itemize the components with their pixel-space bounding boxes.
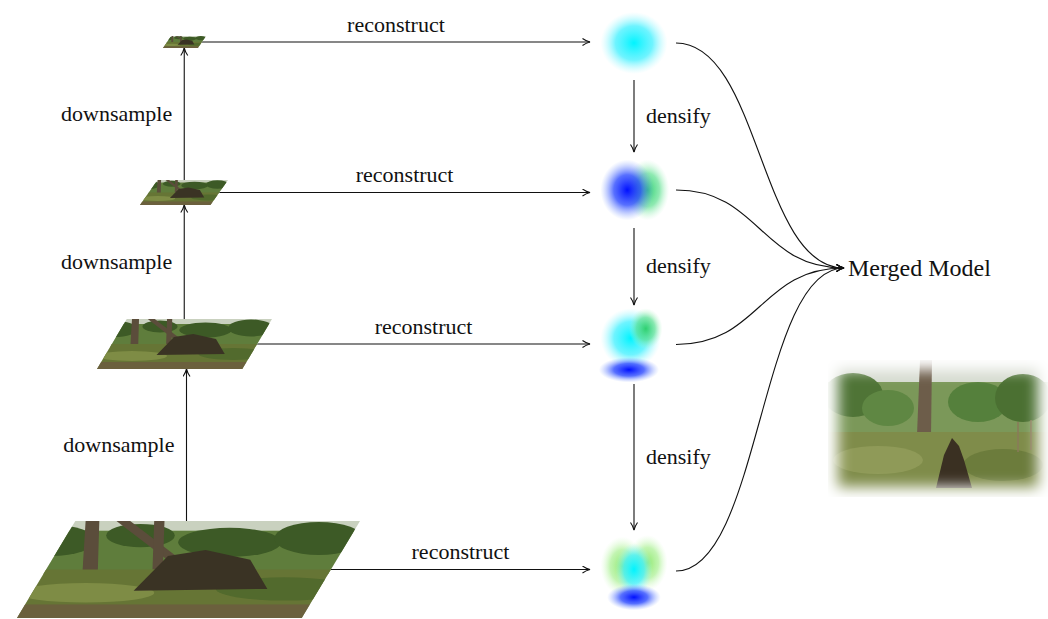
photo-tree: [7, 525, 96, 556]
edge-label: densify: [644, 103, 713, 129]
photo-debris: [157, 334, 225, 355]
gaussian-blob: [592, 305, 676, 384]
edge-label: reconstruct: [354, 162, 456, 188]
render-fence: [1030, 420, 1032, 450]
edge-label: downsample: [59, 249, 174, 275]
photo-grass: [163, 44, 180, 46]
render-grass: [963, 449, 1043, 481]
render-tree: [995, 374, 1048, 422]
gaussian-splat: [629, 308, 663, 349]
gaussian-splat: [600, 160, 654, 221]
gaussian-model: [592, 305, 676, 384]
connector: [257, 343, 590, 344]
photo-soil: [97, 362, 272, 369]
photo-trunk: [171, 36, 173, 43]
image-level: [97, 319, 272, 369]
connector: [633, 228, 634, 305]
gaussian-splat: [599, 357, 659, 382]
photo-trunk: [82, 521, 99, 577]
render-tree: [862, 390, 914, 426]
gaussian-blob: [592, 6, 676, 80]
photo-tree: [228, 320, 274, 337]
connector: [676, 43, 844, 268]
image-frame: [140, 180, 228, 205]
connector: [633, 80, 634, 152]
photo-soil: [17, 604, 360, 618]
image-level: [163, 36, 206, 48]
photo-grass: [17, 583, 154, 602]
edge-label: downsample: [61, 432, 176, 458]
connector: [331, 569, 590, 570]
merged-model-label: Merged Model: [848, 254, 991, 283]
edge-label: reconstruct: [345, 12, 447, 38]
image-frame: [17, 521, 360, 618]
gaussian-blob: [592, 530, 676, 612]
gaussian-model: [592, 530, 676, 612]
render-stump: [936, 438, 972, 488]
edge-label: densify: [644, 444, 713, 470]
gaussian-model: [592, 6, 676, 80]
connector: [184, 205, 185, 319]
photo: [162, 36, 207, 48]
photo-sky: [140, 180, 228, 205]
node-text: Merged Model: [848, 254, 991, 283]
edge-label: reconstruct: [373, 314, 475, 340]
gaussian-splat: [600, 12, 667, 74]
photo-soil: [140, 202, 228, 206]
photo-grass: [140, 196, 175, 201]
gaussian-splat: [607, 584, 661, 610]
photo-tree: [195, 36, 206, 40]
photo: [137, 180, 229, 205]
render-trunk: [917, 360, 932, 435]
image-level: [140, 180, 228, 205]
photo-tree: [206, 180, 229, 189]
photo-trunk: [157, 180, 161, 195]
merged-render: [823, 360, 1048, 497]
gaussian-model: [592, 152, 676, 228]
edge-label: densify: [644, 253, 713, 279]
photo-soil: [163, 46, 206, 48]
image-frame: [163, 36, 206, 48]
edge-label: reconstruct: [410, 539, 512, 565]
render-fence: [1017, 422, 1019, 452]
edge-label: downsample: [59, 101, 174, 127]
render-grass: [833, 446, 923, 474]
connector: [184, 48, 185, 180]
photo-tree: [162, 36, 173, 40]
connector: [186, 369, 187, 521]
photo-debris: [178, 40, 195, 45]
photo: [7, 521, 364, 618]
photo-trunk: [130, 319, 139, 348]
photo-sky: [163, 36, 206, 48]
connector: [219, 192, 590, 193]
photo-tree: [137, 181, 160, 189]
connector: [202, 41, 590, 42]
gaussian-blob: [592, 152, 676, 228]
photo-grass: [97, 351, 167, 361]
photo-tree: [274, 522, 363, 555]
connector: [676, 268, 844, 571]
image-frame: [97, 319, 272, 369]
image-level: [17, 521, 360, 618]
photo-tree: [92, 321, 138, 337]
photo-debris: [134, 550, 268, 591]
photo-debris: [170, 188, 204, 199]
render-ground: [828, 432, 1048, 497]
connector: [633, 384, 634, 530]
photo: [92, 319, 274, 369]
